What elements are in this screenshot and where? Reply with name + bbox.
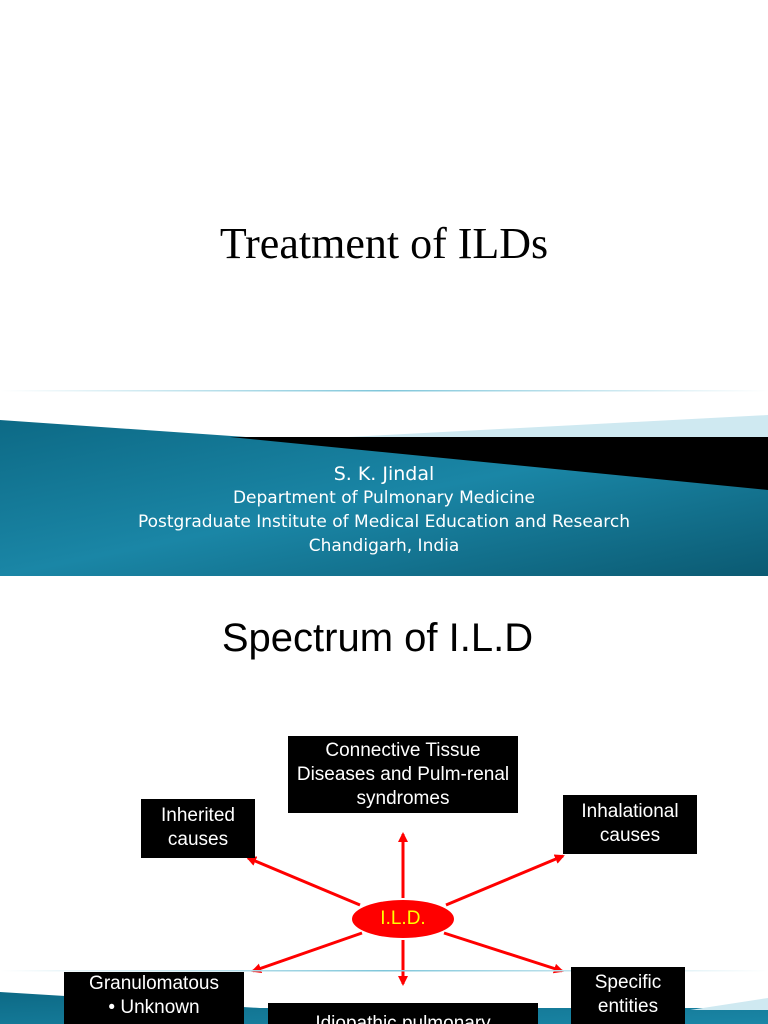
box-idiopathic: Idiopathic pulmonary <box>268 1003 538 1024</box>
box-granulomatous: Granulomatous • Unknown <box>64 972 244 1024</box>
title-slide: Treatment of ILDs S. K. Jindal Departmen… <box>0 219 768 576</box>
box-inherited: Inherited causes <box>141 799 255 858</box>
center-node: I.L.D. <box>352 900 454 938</box>
arrow-down-right <box>443 931 564 974</box>
institute: Postgraduate Institute of Medical Educat… <box>137 512 630 532</box>
box-connective-tissue: Connective Tissue Diseases and Pulm-rena… <box>288 736 518 813</box>
box-inhalational: Inhalational causes <box>563 795 697 854</box>
slide-title: Treatment of ILDs <box>219 219 549 268</box>
arrow-up-left <box>246 856 361 907</box>
author-block: S. K. Jindal Department of Pulmonary Med… <box>0 462 768 558</box>
author-name: S. K. Jindal <box>333 463 435 485</box>
arrow-diagram <box>246 832 565 986</box>
slide-title: Spectrum of I.L.D <box>221 616 534 660</box>
decorative-band <box>0 390 768 576</box>
box-specific-entities: Specific entities <box>571 967 685 1024</box>
arrow-up-right <box>445 854 565 907</box>
department: Department of Pulmonary Medicine <box>232 488 536 508</box>
spectrum-slide: Spectrum of I.L.D Connective Tissue Dise… <box>0 576 768 1024</box>
location: Chandigarh, India <box>308 536 460 556</box>
arrow-down-left <box>251 931 363 974</box>
